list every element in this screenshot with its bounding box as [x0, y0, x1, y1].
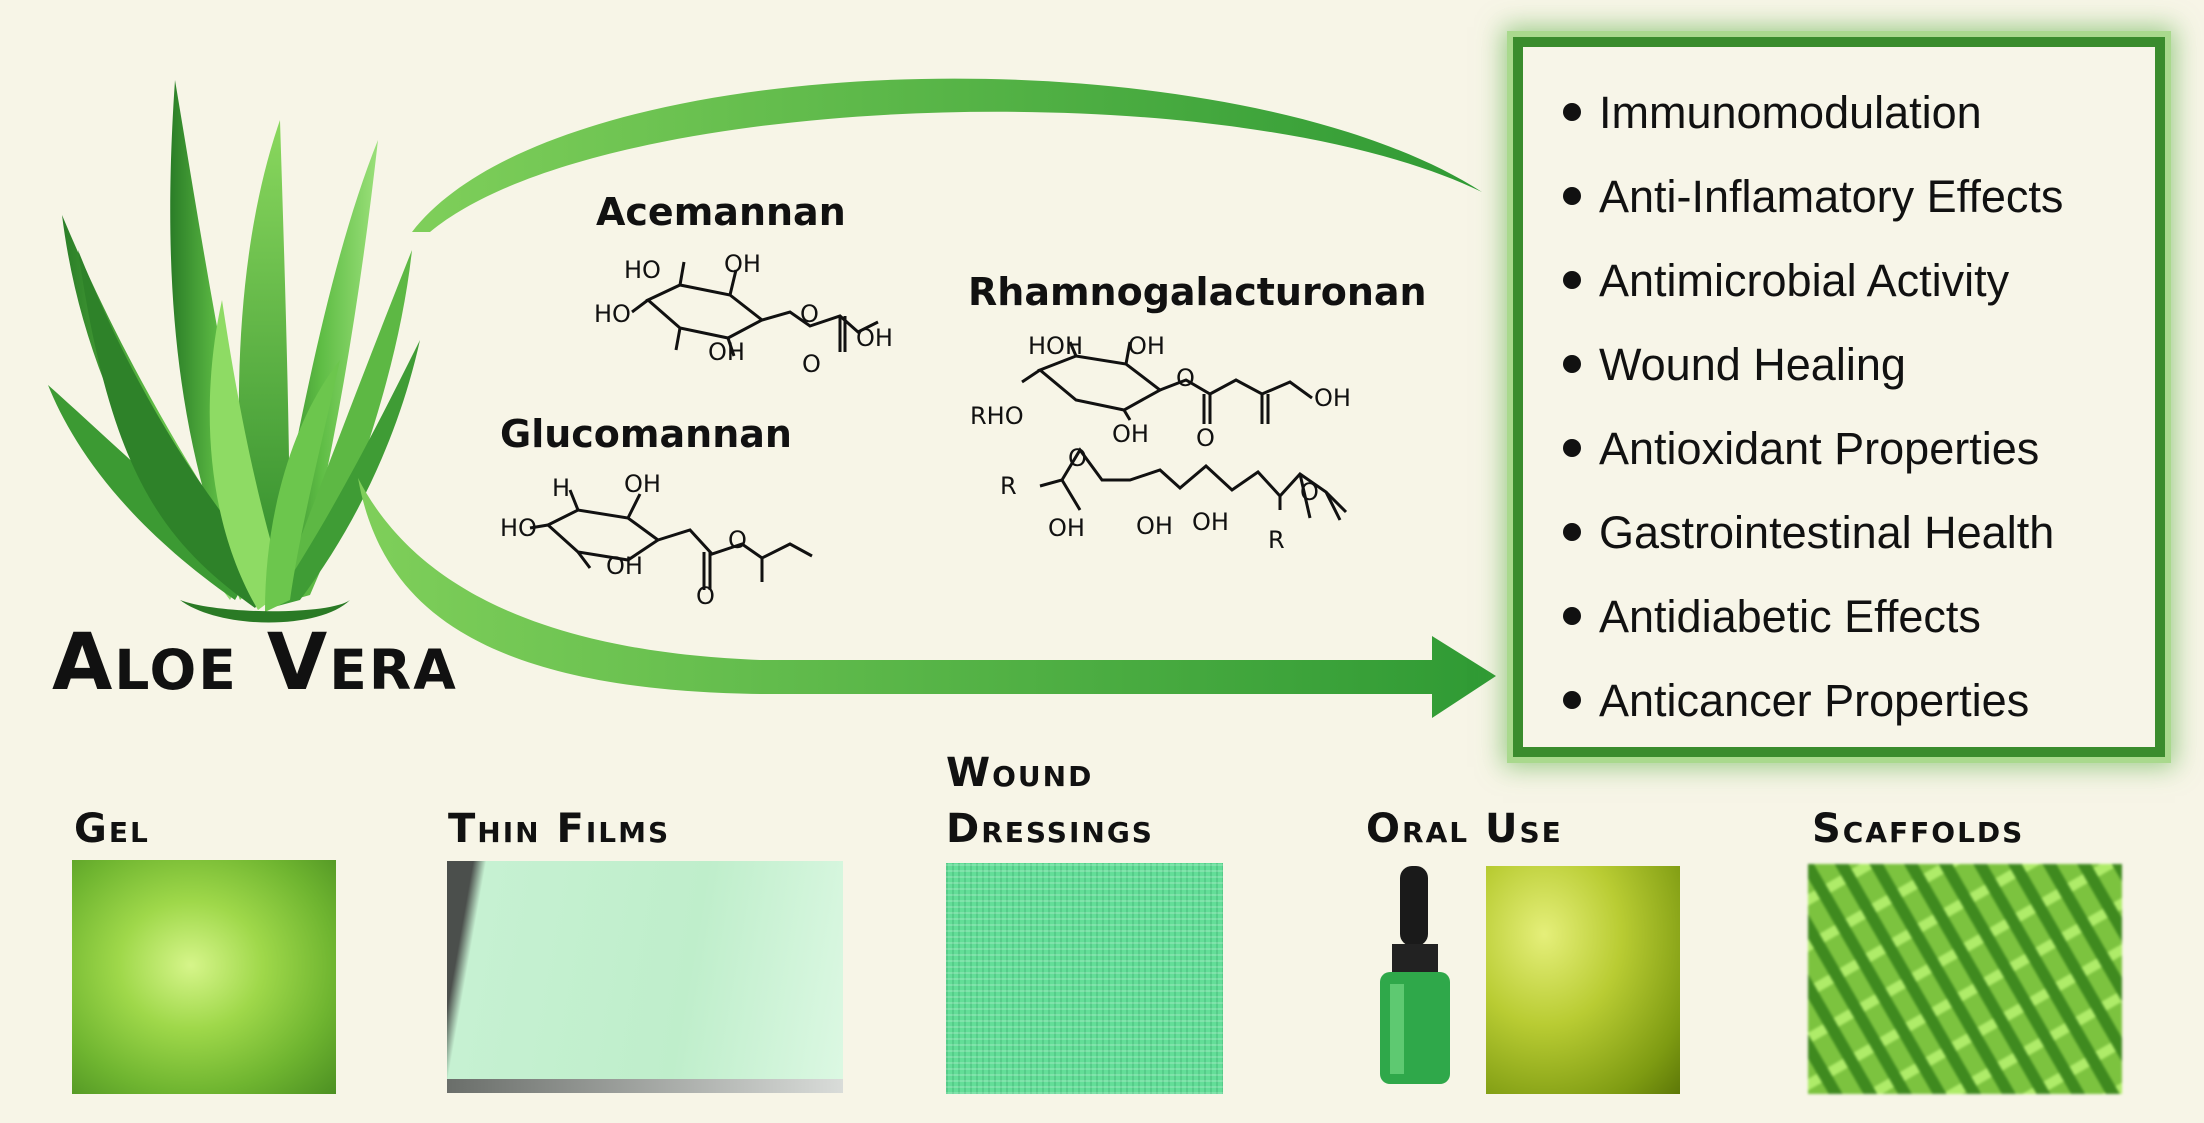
- benefit-label: Anticancer Properties: [1599, 675, 2030, 726]
- structure-atom: R: [1268, 526, 1285, 554]
- structure-atom: RHO: [970, 402, 1024, 430]
- structure-atom: OH: [1314, 384, 1351, 412]
- structure-atom: OH: [1128, 332, 1165, 360]
- aloe-leaf: [265, 360, 340, 612]
- structure-atom: OH: [708, 338, 745, 366]
- structure-atom: OH: [1048, 514, 1085, 542]
- structure-atom: HO: [500, 514, 537, 542]
- structure-atom: OH: [1112, 420, 1149, 448]
- aloe-leaf: [209, 300, 285, 610]
- structure-atom: O: [1196, 424, 1215, 452]
- structure-atom: OH: [606, 552, 643, 580]
- curved-arrow-icon: [358, 478, 1496, 718]
- molecule-name-acemannan: Acemannan: [596, 190, 846, 234]
- benefit-item: Gastrointestinal Health: [1563, 491, 2155, 575]
- benefits-list: Immunomodulation Anti-Inflamatory Effect…: [1523, 47, 2155, 743]
- benefit-item: Antidiabetic Effects: [1563, 575, 2155, 659]
- form-label-dressings: Dressings: [946, 806, 1154, 852]
- structure-atom: O: [802, 350, 821, 378]
- form-label-thin-films: Thin Films: [448, 806, 671, 852]
- bullet-icon: [1563, 103, 1581, 122]
- aloe-base: [180, 600, 350, 623]
- structure-atom: HO: [624, 256, 661, 284]
- acemannan-structure: [631, 261, 879, 357]
- structure-atom: HO: [594, 300, 631, 328]
- bullet-icon: [1563, 271, 1581, 290]
- molecule-name-rhamnogalacturonan: Rhamnogalacturonan: [968, 270, 1427, 314]
- form-label-scaffolds: Scaffolds: [1812, 806, 2025, 852]
- structure-atom: O: [1176, 364, 1195, 392]
- aloe-leaf: [275, 250, 412, 605]
- structure-atom: HOH: [1028, 332, 1083, 360]
- benefit-item: Anti-Inflamatory Effects: [1563, 155, 2155, 239]
- capsules-image: [1486, 866, 1680, 1094]
- form-label-oral-use: Oral Use: [1366, 806, 1563, 852]
- structure-atom: OH: [856, 324, 893, 352]
- form-label-gel: Gel: [74, 806, 150, 852]
- structure-atom: O: [696, 582, 715, 610]
- benefit-label: Immunomodulation: [1599, 87, 1982, 138]
- benefit-item: Anticancer Properties: [1563, 659, 2155, 743]
- gel-image: [72, 860, 336, 1094]
- bullet-icon: [1563, 607, 1581, 626]
- structure-atom: O: [1068, 444, 1087, 472]
- structure-atom: OH: [1136, 512, 1173, 540]
- bullet-icon: [1563, 187, 1581, 206]
- structure-atom: H: [552, 474, 570, 502]
- structure-atom: O: [1300, 478, 1319, 506]
- benefit-label: Antimicrobial Activity: [1599, 255, 2010, 306]
- benefits-box: Immunomodulation Anti-Inflamatory Effect…: [1513, 37, 2165, 757]
- benefit-item: Antioxidant Properties: [1563, 407, 2155, 491]
- form-label-wound: Wound: [946, 750, 1094, 796]
- acemannan-labels: HO OH HO OH OH O O: [594, 250, 893, 378]
- structure-atom: O: [728, 526, 747, 554]
- benefit-item: Immunomodulation: [1563, 71, 2155, 155]
- molecule-name-glucomannan: Glucomannan: [500, 412, 792, 456]
- benefit-label: Antioxidant Properties: [1599, 423, 2040, 474]
- structure-atom: O: [800, 300, 819, 328]
- benefit-item: Wound Healing: [1563, 323, 2155, 407]
- glucomannan-labels: H OH HO OH O O: [500, 470, 747, 610]
- benefit-label: Anti-Inflamatory Effects: [1599, 171, 2064, 222]
- structure-atom: OH: [1192, 508, 1229, 536]
- benefit-label: Gastrointestinal Health: [1599, 507, 2055, 558]
- scaffold-image: [1808, 864, 2122, 1094]
- benefit-label: Wound Healing: [1599, 339, 1906, 390]
- aloe-vera-plant-icon: [48, 80, 420, 623]
- bullet-icon: [1563, 355, 1581, 374]
- benefit-item: Antimicrobial Activity: [1563, 239, 2155, 323]
- thin-film-image: [447, 861, 843, 1093]
- rhamnogalacturonan-labels: HOH OH RHO OH O O OH R O OH OH OH R O: [970, 332, 1351, 554]
- structure-atom: R: [1000, 472, 1017, 500]
- rhamnogalacturonan-structure: [1021, 341, 1348, 521]
- benefit-label: Antidiabetic Effects: [1599, 591, 1981, 642]
- plant-title: Aloe Vera: [52, 618, 458, 708]
- bullet-icon: [1563, 439, 1581, 458]
- glucomannan-structure: [529, 489, 813, 590]
- wound-dressing-image: [946, 863, 1223, 1094]
- bullet-icon: [1563, 691, 1581, 710]
- curved-arrow-icon: [412, 78, 1482, 232]
- dropper-bottle-icon: [1380, 866, 1450, 1084]
- structure-atom: OH: [724, 250, 761, 278]
- bullet-icon: [1563, 523, 1581, 542]
- structure-atom: OH: [624, 470, 661, 498]
